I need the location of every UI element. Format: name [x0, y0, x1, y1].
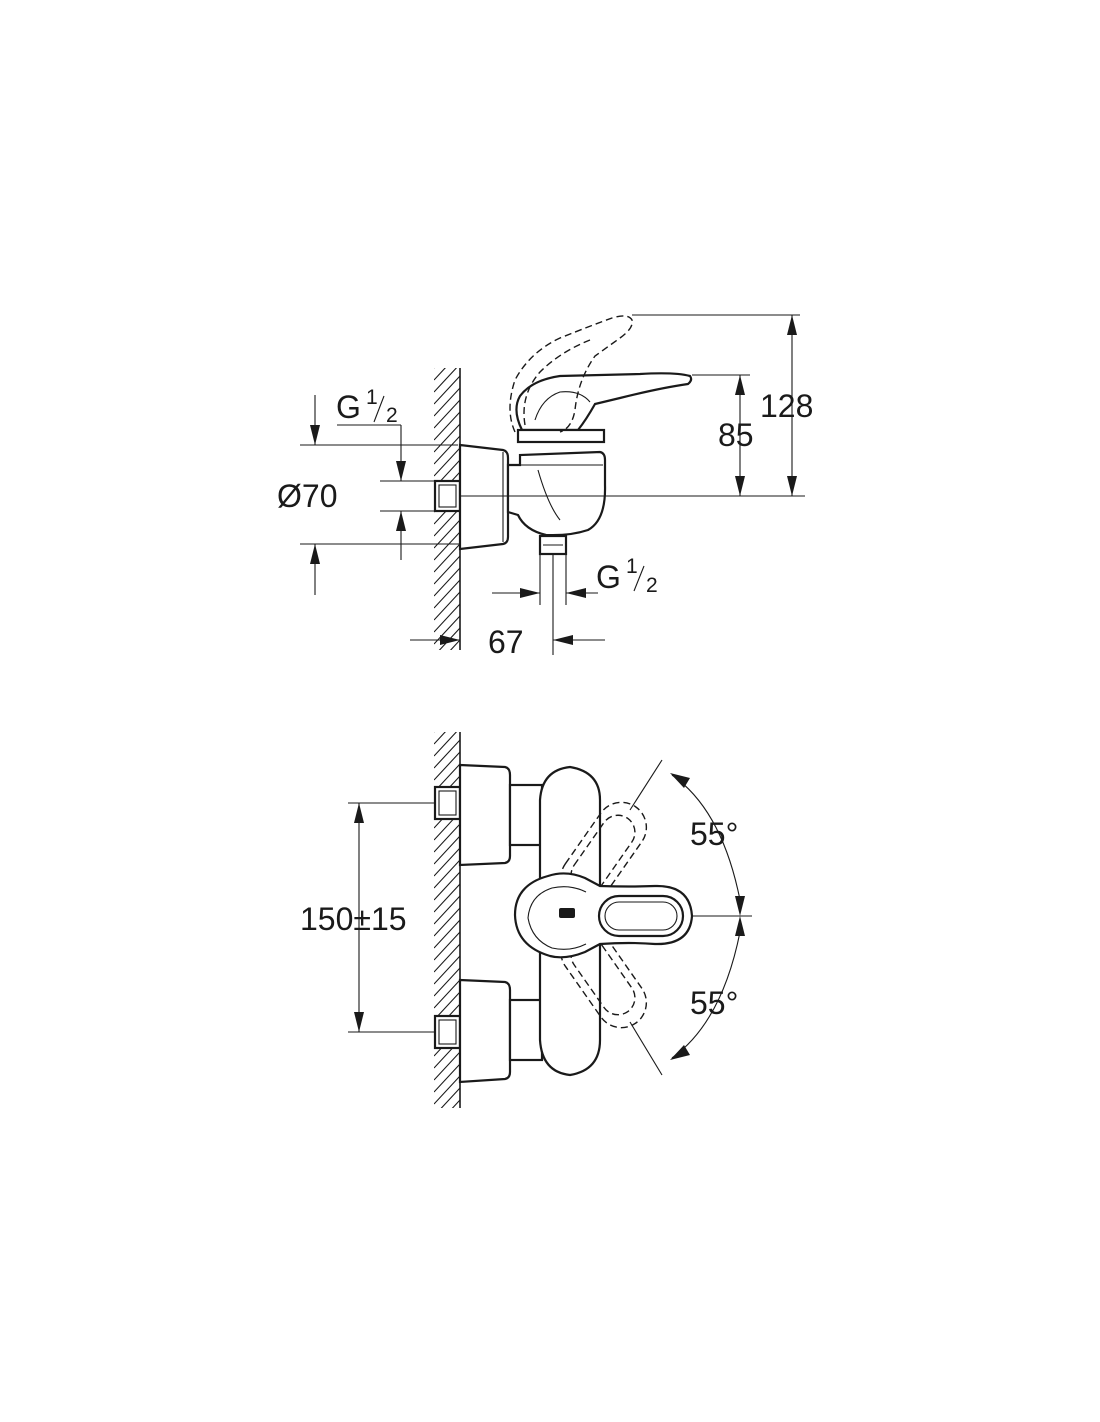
wall-hatch-line [434, 751, 460, 781]
wall-hatch-line [434, 435, 460, 465]
wall-hatch-line [434, 859, 460, 889]
wall-hatch-line [434, 368, 458, 393]
wall-hatch-line [434, 979, 460, 1009]
thread-inlet-sup: 1 [366, 386, 378, 409]
upper-connection [433, 763, 544, 867]
lever-dashed-up [560, 801, 648, 904]
wall-hatch-line [434, 847, 460, 877]
mixer-body [506, 450, 607, 537]
wall-hatch-line [434, 603, 460, 633]
wall-hatch-line [434, 676, 460, 704]
wall-hatch-line [434, 835, 460, 865]
wall-hatch-line [434, 919, 460, 949]
wall-hatch-line [434, 615, 460, 645]
thread-outlet-sup: 1 [626, 555, 638, 578]
angle-up-label: 55° [690, 816, 738, 852]
wall-hatch-line [434, 519, 460, 549]
dim-thread-outlet: G 1 2 [492, 554, 658, 605]
lever-handle-grip [597, 894, 685, 938]
wall-hatch-line [434, 328, 460, 356]
wall-hatch-line [434, 895, 460, 925]
wall-hatch-line [434, 907, 460, 937]
thread-outlet-sub: 2 [646, 574, 658, 597]
thread-inlet-sub: 2 [386, 404, 398, 427]
wall-hatch-line [434, 967, 460, 997]
wall-hatch-line [434, 732, 435, 733]
centre-distance-label: 150±15 [300, 901, 407, 937]
wall-hatch-line [434, 943, 460, 973]
wall-side [434, 328, 461, 716]
thread-inlet-main: G [336, 389, 361, 425]
dim-projection: 67 [410, 554, 605, 660]
wall-hatch-line [434, 579, 460, 609]
wall-hatch-line [434, 543, 460, 573]
wall-hatch-line [434, 1051, 460, 1081]
wall-hatch-line [434, 1112, 460, 1140]
lower-connection [433, 978, 544, 1084]
thread-outlet-main: G [596, 559, 621, 595]
wall-hatch-line [451, 1099, 460, 1108]
wall-hatch-line [434, 823, 460, 853]
wall-hatch-line [434, 531, 460, 561]
wall-hatch-line [434, 1124, 460, 1152]
wall-hatch-line [434, 664, 460, 692]
height-lever-label: 85 [718, 417, 754, 453]
wall-hatch-line [434, 411, 460, 441]
dim-angle-up: 55° [670, 773, 745, 916]
wall-hatch-line [434, 507, 460, 537]
angle-down-label: 55° [690, 985, 738, 1021]
height-lever-max-label: 128 [760, 388, 813, 424]
wall-hatch-line [434, 688, 460, 716]
wall-hatch-line [434, 368, 435, 369]
wall-hatch-line [434, 955, 460, 985]
wall-hatch-line [434, 883, 460, 913]
dim-diameter: Ø70 [277, 478, 460, 595]
diameter-label: Ø70 [277, 478, 337, 514]
wall-hatch-line [440, 1087, 460, 1108]
wall-hatch-line [434, 387, 460, 417]
dim-height-lever-max: 128 [632, 314, 813, 496]
lever-dashed [509, 315, 633, 433]
front-view: 55° 55° 150±15 [300, 692, 752, 1164]
wall-hatch-line [434, 447, 460, 477]
wall-hatch-line [434, 931, 460, 961]
wall-hatch-line [434, 732, 446, 745]
projection-label: 67 [488, 624, 524, 660]
wall-hatch-line [434, 399, 460, 429]
lever-dashed-down [560, 926, 648, 1029]
wall-hatch-line [434, 692, 460, 720]
temperature-indicator [559, 908, 575, 918]
wall-hatch-line [434, 732, 458, 757]
lever-solid [515, 372, 693, 432]
wall-hatch-line [434, 1136, 460, 1164]
wall-hatch-line [434, 423, 460, 453]
dim-thread-inlet: G 1 2 [300, 386, 458, 560]
wall-hatch-line [434, 555, 460, 585]
wall-hatch-line [434, 1075, 460, 1105]
wall-front [434, 692, 461, 1164]
wall-flange [458, 443, 510, 551]
side-view: G 1 2 Ø70 85 128 [277, 314, 813, 716]
wall-hatch-line [434, 739, 460, 769]
wall-hatch-line [434, 652, 460, 680]
dim-angle-down: 55° [670, 916, 745, 1060]
wall-hatch-line [434, 375, 460, 405]
dim-height-lever: 85 [692, 374, 754, 496]
wall-hatch-line [449, 639, 460, 650]
wall-hatch-line [434, 591, 460, 621]
wall-hatch-line [434, 368, 446, 381]
wall-hatch-line [434, 1063, 460, 1093]
dim-centre-distance: 150±15 [300, 802, 435, 1033]
wall-hatch-line [434, 871, 460, 901]
wall-hatch-line [434, 567, 460, 597]
